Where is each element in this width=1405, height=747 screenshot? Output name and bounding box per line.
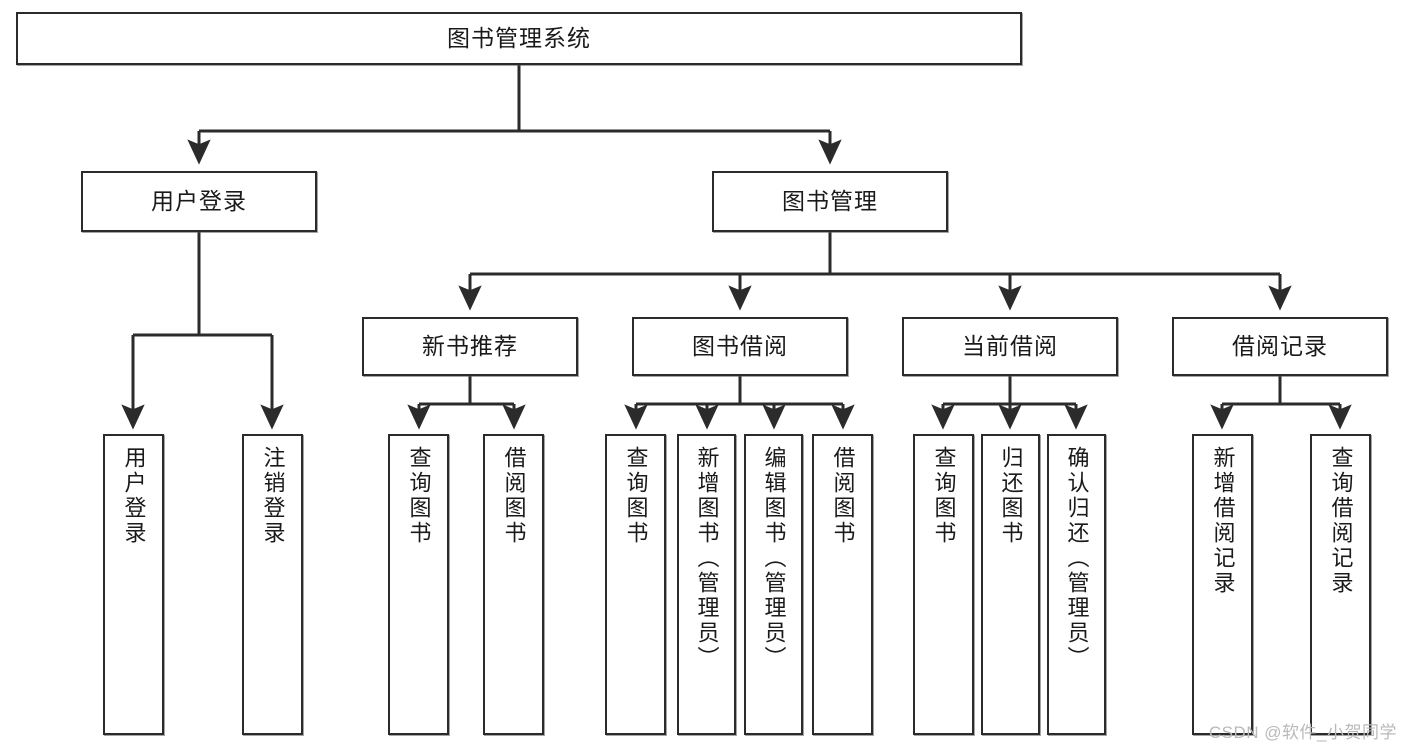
node-leaf-add-record[interactable]: 新增借阅记录 <box>1192 434 1253 735</box>
node-label: 当前借阅 <box>962 333 1058 360</box>
node-label: 查询图书 <box>623 446 649 546</box>
node-label: 归还图书 <box>998 446 1024 546</box>
node-label: 借阅图书 <box>830 446 856 546</box>
node-label: 用户登录 <box>121 446 147 546</box>
node-label: 编辑图书（管理员） <box>761 446 787 671</box>
node-label: 确认归还（管理员） <box>1064 446 1090 671</box>
node-label: 查询图书 <box>931 446 957 546</box>
node-leaf-query-book-3[interactable]: 查询图书 <box>913 434 974 735</box>
node-book-borrow[interactable]: 图书借阅 <box>632 317 848 376</box>
node-label: 新增借阅记录 <box>1210 446 1236 596</box>
node-label: 新书推荐 <box>422 333 518 360</box>
node-label: 借阅记录 <box>1232 333 1328 360</box>
node-leaf-confirm-return[interactable]: 确认归还（管理员） <box>1047 434 1106 735</box>
node-leaf-borrow-book-1[interactable]: 借阅图书 <box>483 434 544 735</box>
node-new-book-recommend[interactable]: 新书推荐 <box>362 317 578 376</box>
node-root-system[interactable]: 图书管理系统 <box>16 12 1022 65</box>
node-leaf-return-book[interactable]: 归还图书 <box>981 434 1040 735</box>
node-leaf-query-record[interactable]: 查询借阅记录 <box>1310 434 1371 735</box>
node-label: 借阅图书 <box>501 446 527 546</box>
node-leaf-borrow-book-2[interactable]: 借阅图书 <box>812 434 873 735</box>
node-label: 查询图书 <box>406 446 432 546</box>
node-leaf-logout[interactable]: 注销登录 <box>242 434 303 735</box>
node-borrow-record[interactable]: 借阅记录 <box>1172 317 1388 376</box>
node-label: 新增图书（管理员） <box>694 446 720 671</box>
node-leaf-query-book-2[interactable]: 查询图书 <box>605 434 666 735</box>
node-label: 图书管理系统 <box>447 25 591 52</box>
node-user-login[interactable]: 用户登录 <box>81 171 317 232</box>
node-label: 图书借阅 <box>692 333 788 360</box>
node-current-borrow[interactable]: 当前借阅 <box>902 317 1118 376</box>
node-leaf-user-login[interactable]: 用户登录 <box>103 434 164 735</box>
node-label: 图书管理 <box>782 188 878 215</box>
node-leaf-query-book-1[interactable]: 查询图书 <box>388 434 449 735</box>
node-label: 注销登录 <box>260 446 286 546</box>
node-leaf-edit-book[interactable]: 编辑图书（管理员） <box>744 434 803 735</box>
node-leaf-add-book[interactable]: 新增图书（管理员） <box>677 434 736 735</box>
node-label: 用户登录 <box>151 188 247 215</box>
node-label: 查询借阅记录 <box>1328 446 1354 596</box>
node-book-management[interactable]: 图书管理 <box>712 171 948 232</box>
